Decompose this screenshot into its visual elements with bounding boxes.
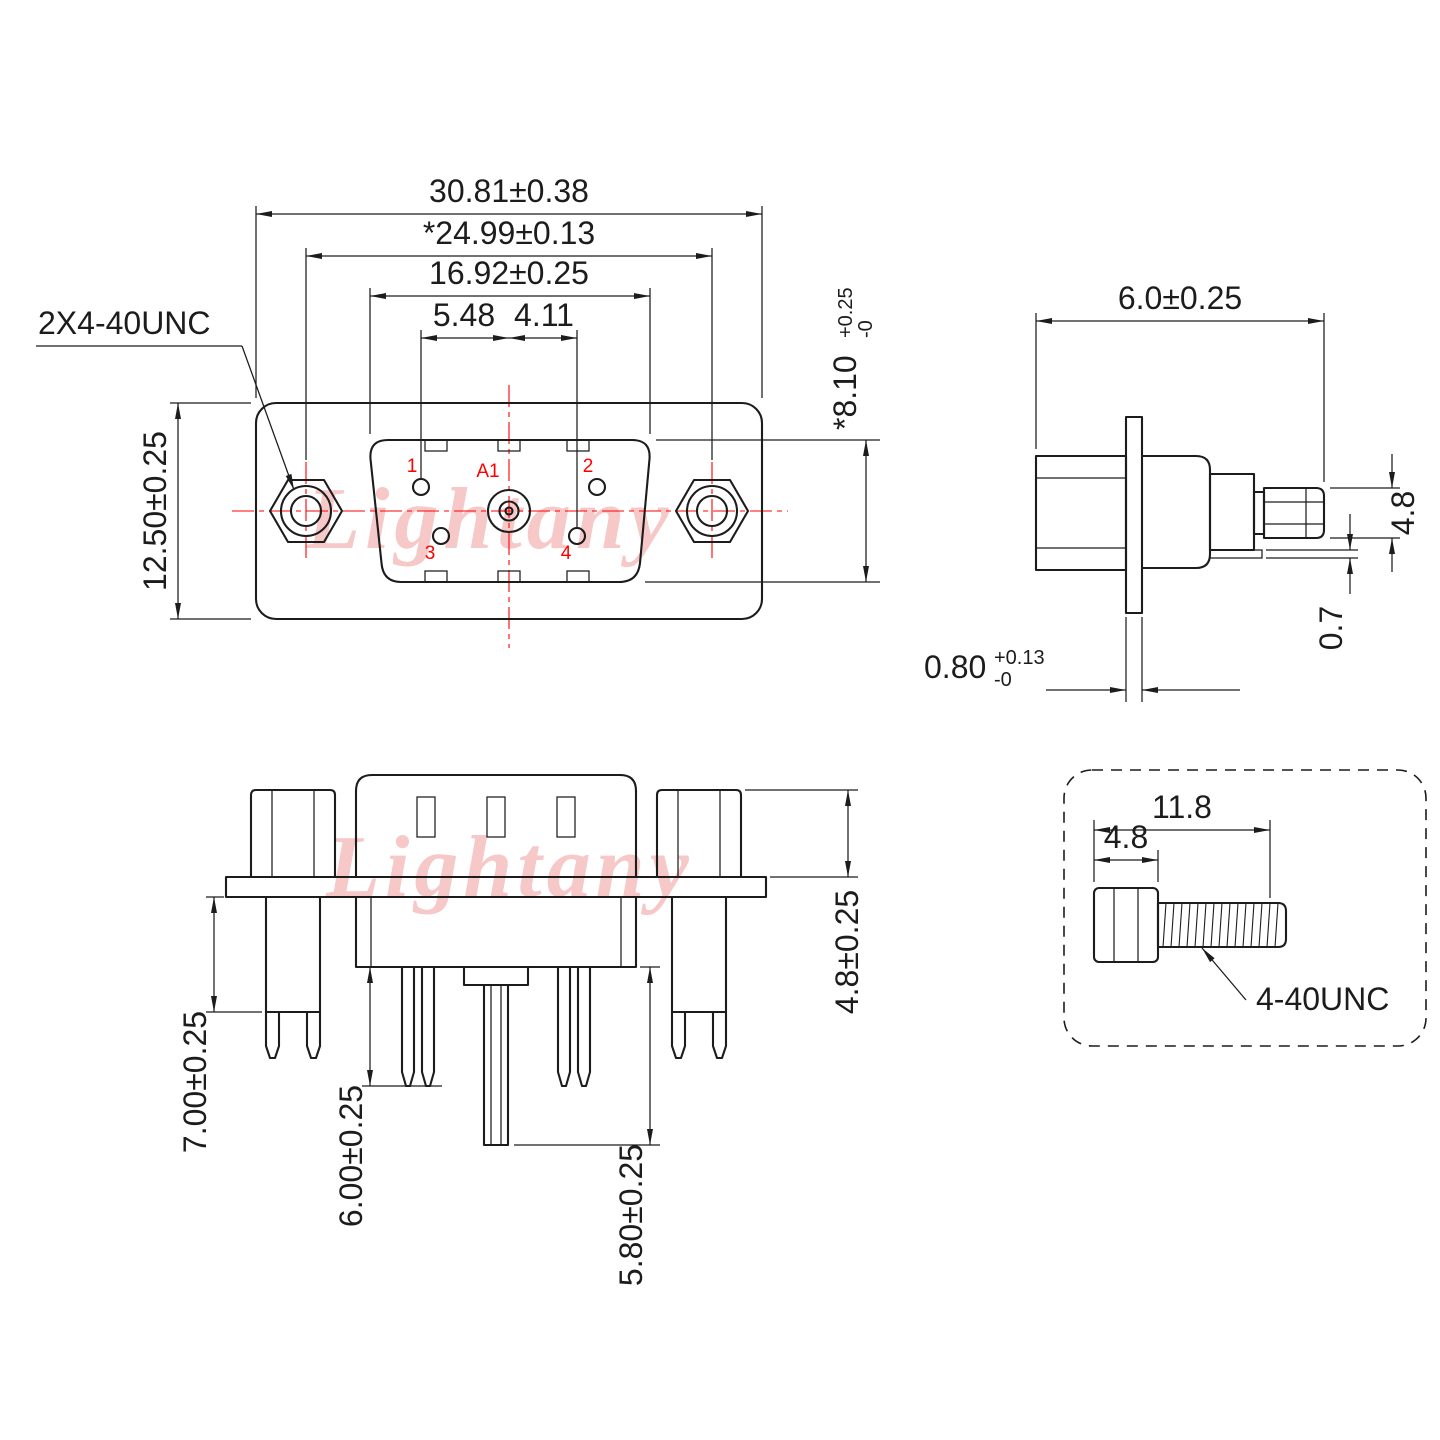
dim-center-pin-length: 5.80±0.25 [514,966,660,1286]
dim-depth-label: 6.0±0.25 [1118,280,1242,316]
front-centerlines [232,385,788,648]
dim-standoff-height: 4.8±0.25 [745,789,865,1014]
dim-tab-thickness-label: 0.7 [1313,606,1349,650]
coax-contact-a1 [486,488,532,534]
dim-flange-thickness-tol-minus: -0 [994,669,1012,691]
pin-1-label: 1 [407,456,418,477]
screw-threads [1162,902,1279,948]
front-flange-plate [254,401,764,621]
side-flange [1124,415,1144,615]
side-bottom-tab [1209,549,1263,559]
dim-pin-pitch-right-label: 4.11 [514,297,574,333]
watermark-bottom: Lightany [325,819,694,916]
dim-contact-height: 4.8 [1330,454,1421,572]
dim-shell-height-label: *8.10 [827,355,863,430]
dim-pin-pitch-left-label: 5.48 [433,297,495,333]
dim-screw-hex-label: 4.8 [1104,819,1148,855]
dim-tab-thickness: 0.7 [1266,514,1358,650]
dim-center-pin-length-label: 5.80±0.25 [613,1144,649,1286]
watermarks: Lightany Lightany [305,471,694,916]
jack-screw [1092,886,1288,964]
dim-mounting-pitch: *24.99±0.13 [305,215,713,460]
pin-2-label: 2 [583,456,594,477]
dim-flange-thickness-tol-plus: +0.13 [994,647,1045,669]
dim-pin-pitch: 5.48 4.11 [420,297,578,528]
dim-shell-width-label: 16.92±0.25 [429,255,589,291]
dim-bracket-length: 7.00±0.25 [177,896,262,1153]
dim-shell-height: *8.10 +0.25 -0 [645,287,880,583]
dim-screw-length: 11.8 [1093,789,1271,898]
dim-contact-height-label: 4.8 [1385,491,1421,535]
pin-a1-label: A1 [476,461,499,482]
dim-pin-length: 6.00±0.25 [333,967,442,1227]
dim-standoff-height-label: 4.8±0.25 [829,890,865,1014]
dim-flange-thickness: 0.80 +0.13 -0 [924,617,1240,702]
front-thread-callout: 2X4-40UNC [36,305,295,491]
watermark-top: Lightany [305,471,674,568]
dim-shell-height-tol-minus: -0 [855,320,877,338]
shell-tabs [424,439,590,583]
dim-mounting-pitch-label: *24.99±0.13 [423,215,595,251]
dim-shell-height-tol-plus: +0.25 [835,287,857,338]
pin-3 [431,526,451,546]
pin-4-label: 4 [561,543,572,564]
hex-standoff-left [249,788,337,879]
board-lock-right [670,895,728,1060]
d-shell [369,438,651,584]
screw-thread-callout-label: 4-40UNC [1256,981,1389,1017]
dim-total-width: 30.81±0.38 [255,173,763,398]
screw-detail: 11.8 4.8 4-40UNC [1063,769,1427,1047]
dim-flange-height-label: 12.50±0.25 [137,431,173,591]
front-thread-callout-label: 2X4-40UNC [38,305,211,341]
screw-thread-callout: 4-40UNC [1201,947,1389,1017]
dim-pin-length-label: 6.00±0.25 [333,1085,369,1227]
pin-3-label: 3 [425,543,436,564]
bottom-view: 4.8±0.25 7.00±0.25 6.00±0.25 5.80±0.25 [177,773,865,1286]
dim-screw-length-label: 11.8 [1152,789,1212,825]
pin-2 [587,477,607,497]
coax-solder-pin [462,965,530,1147]
detail-boundary [1063,769,1427,1047]
mount-hole-right [674,478,750,544]
side-outline [1034,415,1326,615]
dim-depth: 6.0±0.25 [1035,280,1325,482]
mount-hole-left [268,478,344,544]
dim-shell-width: 16.92±0.25 [369,255,651,434]
dim-flange-thickness-label: 0.80 [924,649,986,685]
dim-screw-hex: 4.8 [1094,819,1159,882]
side-coax-contact [1252,490,1266,536]
bottom-shell-slots [416,796,576,838]
board-lock-left [264,895,322,1060]
dim-flange-height: 12.50±0.25 [137,402,251,620]
dim-total-width-label: 30.81±0.38 [429,173,589,209]
side-view: 6.0±0.25 4.8 0.7 0.80 +0.13 [924,280,1421,702]
front-view: 1 2 3 4 A1 30.81±0.38 *24.99±0.13 16.92±… [36,173,880,648]
dim-bracket-length-label: 7.00±0.25 [177,1011,213,1153]
